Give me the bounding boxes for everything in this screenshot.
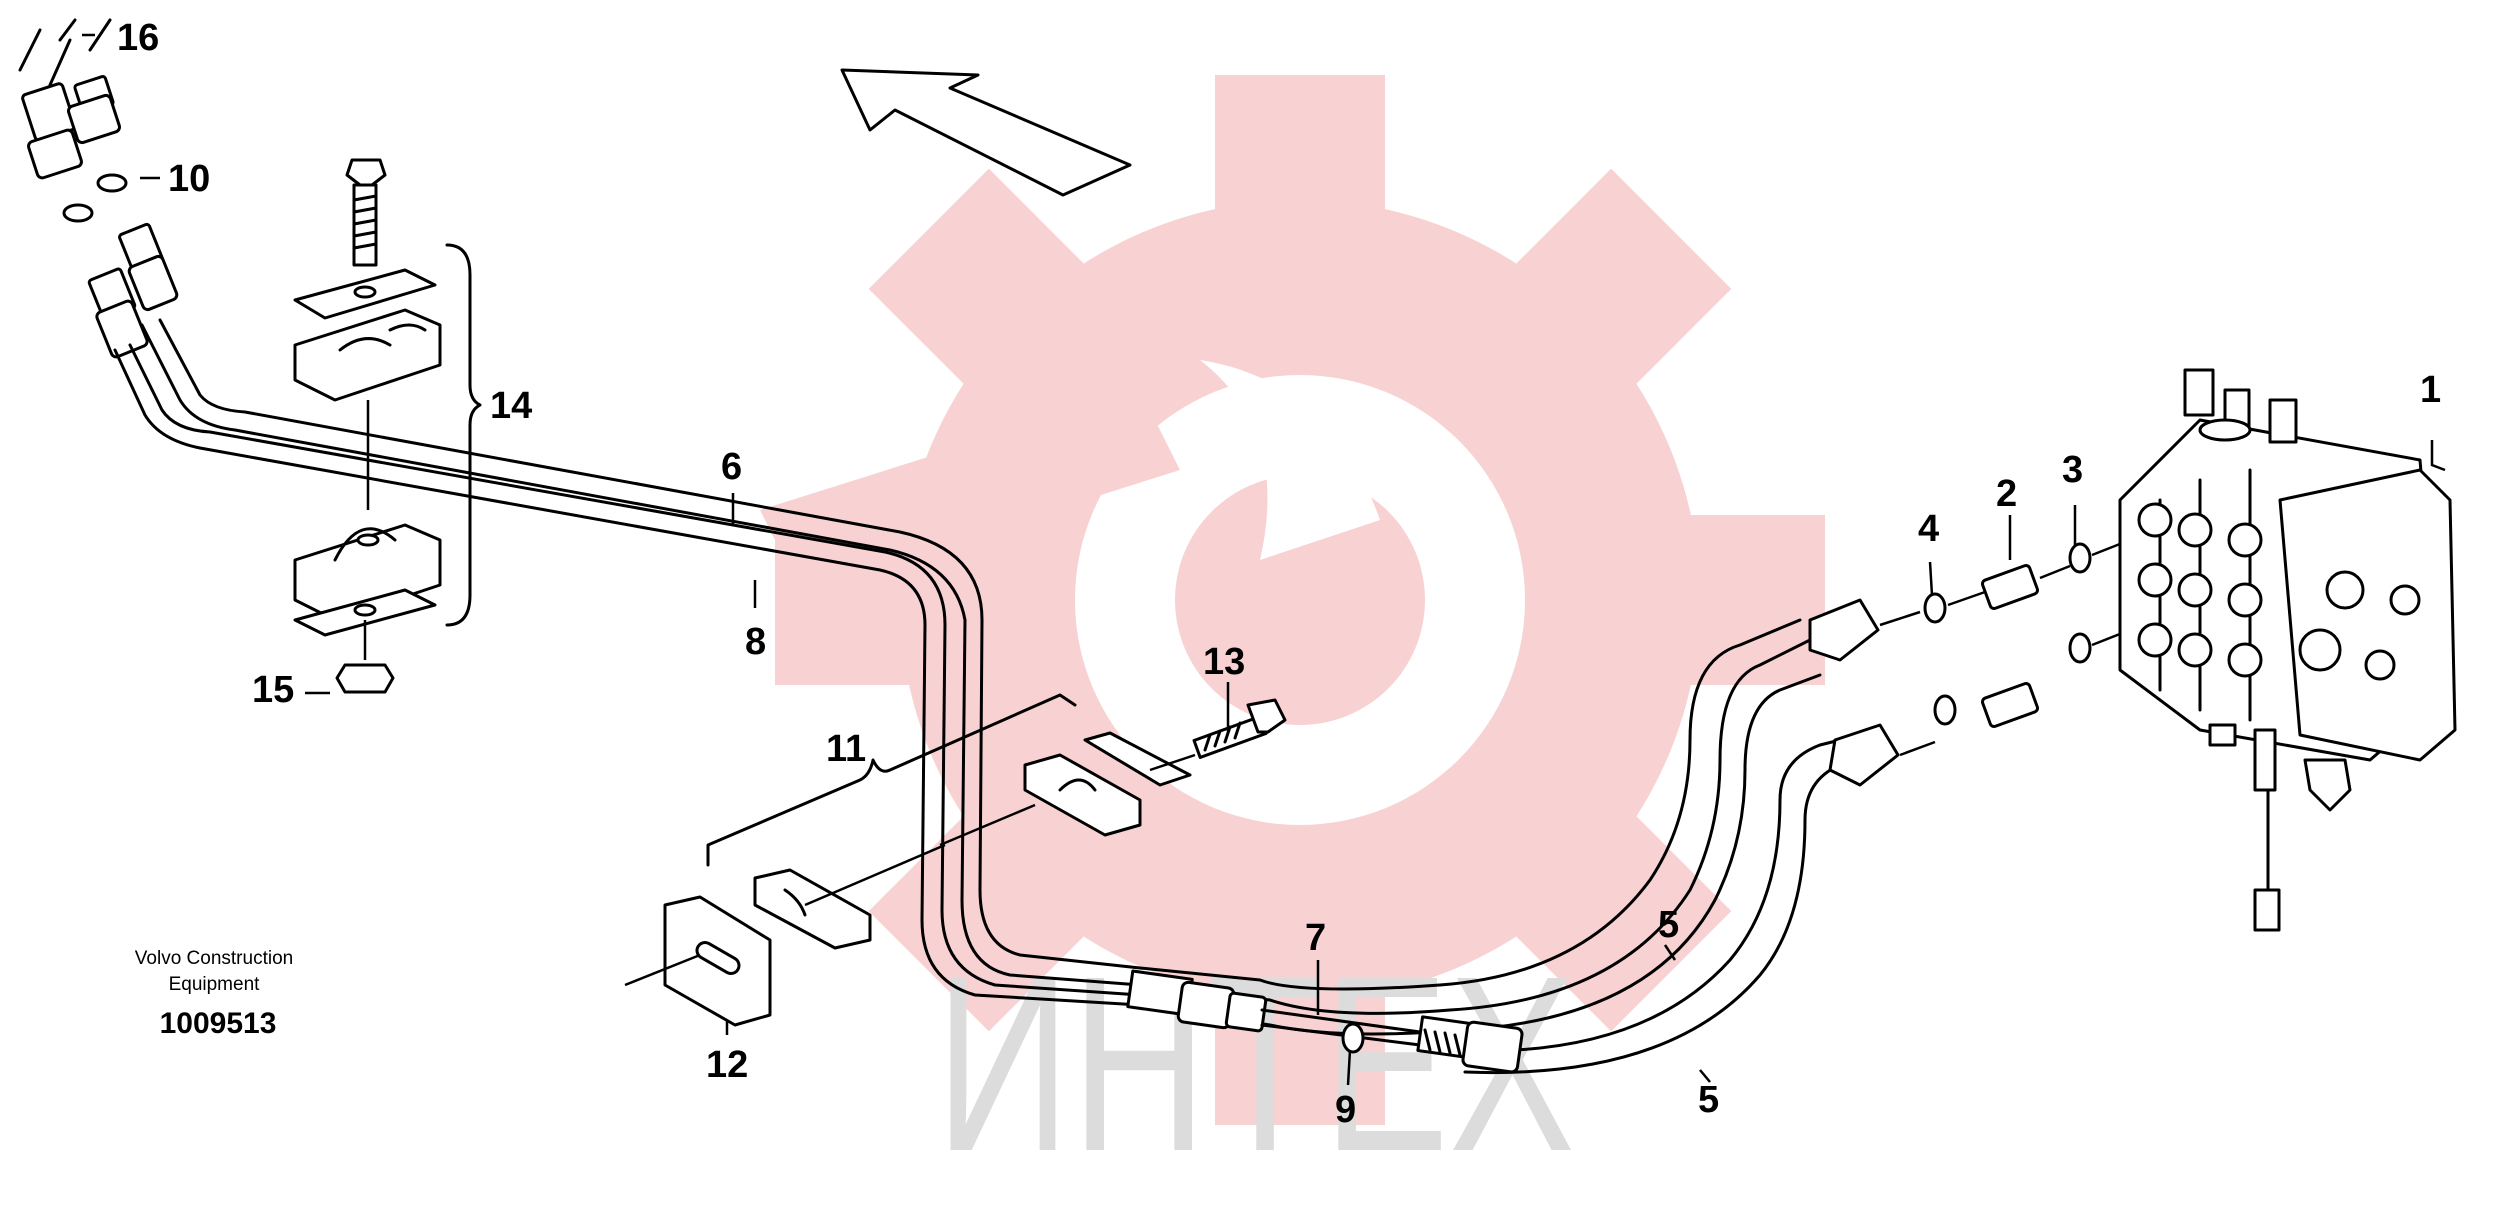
callout-leaders	[82, 33, 2446, 1086]
credit-line-2: Equipment	[169, 974, 261, 995]
control-valve	[2118, 368, 2457, 932]
callout-5b: 5	[1698, 1079, 1719, 1121]
hose-end-fittings	[18, 18, 179, 359]
callout-12: 12	[706, 1044, 748, 1086]
callout-4: 4	[1918, 508, 1939, 550]
callout-11: 11	[826, 728, 866, 770]
callout-14: 14	[490, 385, 532, 427]
bolt-13	[1149, 698, 1287, 772]
adapters-and-seals	[1879, 538, 2131, 757]
drawing-number: 1009513	[160, 1007, 277, 1040]
callout-7: 7	[1305, 917, 1326, 959]
clamp-set-11	[624, 693, 1192, 1027]
callout-5a: 5	[1658, 904, 1679, 946]
watermark-gear-logo	[760, 75, 1825, 1125]
callout-2: 2	[1996, 473, 2017, 515]
callout-9: 9	[1335, 1089, 1356, 1131]
direction-arrow-icon	[840, 68, 1132, 197]
callout-6: 6	[721, 446, 742, 488]
credit-line-1: Volvo Construction	[135, 948, 293, 969]
clamp-set-14	[293, 158, 482, 694]
callout-3: 3	[2062, 449, 2083, 491]
callout-1: 1	[2420, 369, 2441, 411]
hydraulic-pipes	[113, 318, 1142, 1007]
callout-8: 8	[745, 621, 766, 663]
inline-fittings	[1126, 969, 1524, 1074]
hydraulic-hoses	[1138, 598, 1900, 1075]
callout-10: 10	[168, 158, 210, 200]
callout-13: 13	[1203, 641, 1245, 683]
callout-15: 15	[252, 669, 294, 711]
callout-16: 16	[117, 17, 159, 59]
